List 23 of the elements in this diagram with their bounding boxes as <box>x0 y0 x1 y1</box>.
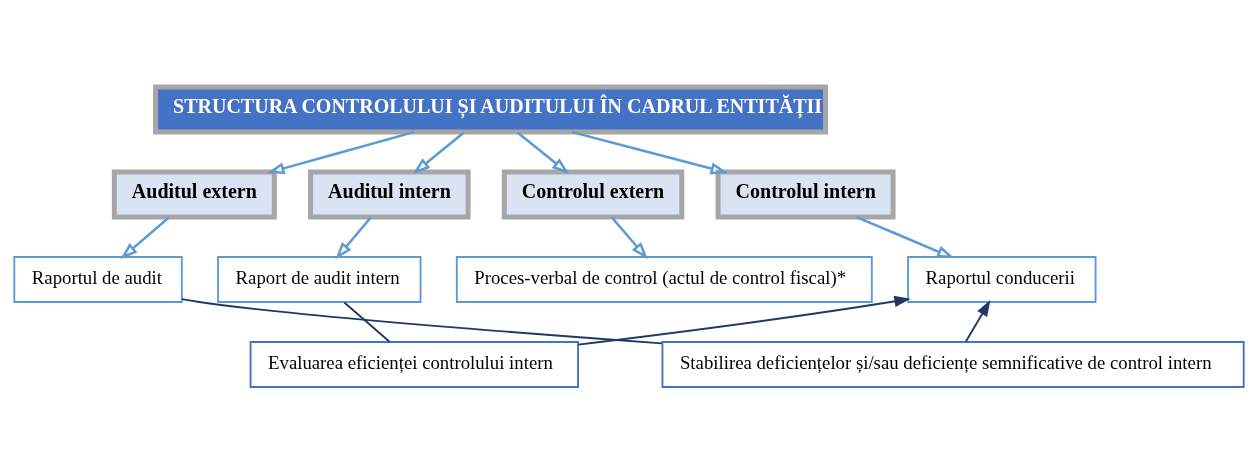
node-box: Raport de audit intern <box>217 256 422 303</box>
connector <box>180 298 663 345</box>
arrow <box>965 299 991 343</box>
arrow <box>577 295 911 346</box>
node-box: Auditul intern <box>308 169 471 220</box>
node-box: STRUCTURA CONTROLULUI ȘI AUDITULUI ÎN CADRUL ENTITĂȚII <box>153 84 829 135</box>
arrow <box>571 130 729 175</box>
node-box: Raportul de audit <box>13 256 183 303</box>
node-box: Controlul intern <box>715 169 896 220</box>
connector <box>343 301 391 343</box>
node-box: Auditul extern <box>111 169 277 220</box>
arrow <box>856 216 955 259</box>
node-box: Proces-verbal de control (actul de control fiscal)* <box>455 256 873 303</box>
node-box: Evaluarea eficienței controlului intern <box>249 341 579 388</box>
arrow <box>267 130 415 175</box>
node-box: Controlul extern <box>501 169 685 220</box>
arrow <box>335 216 372 260</box>
node-box: Raportul conducerii <box>907 256 1097 303</box>
arrow <box>120 216 170 260</box>
arrow <box>412 131 465 175</box>
arrow <box>610 216 648 260</box>
node-box: Stabilirea deficiențelor și/sau deficiențe semnificative de control intern <box>661 341 1245 388</box>
arrow <box>516 131 570 175</box>
